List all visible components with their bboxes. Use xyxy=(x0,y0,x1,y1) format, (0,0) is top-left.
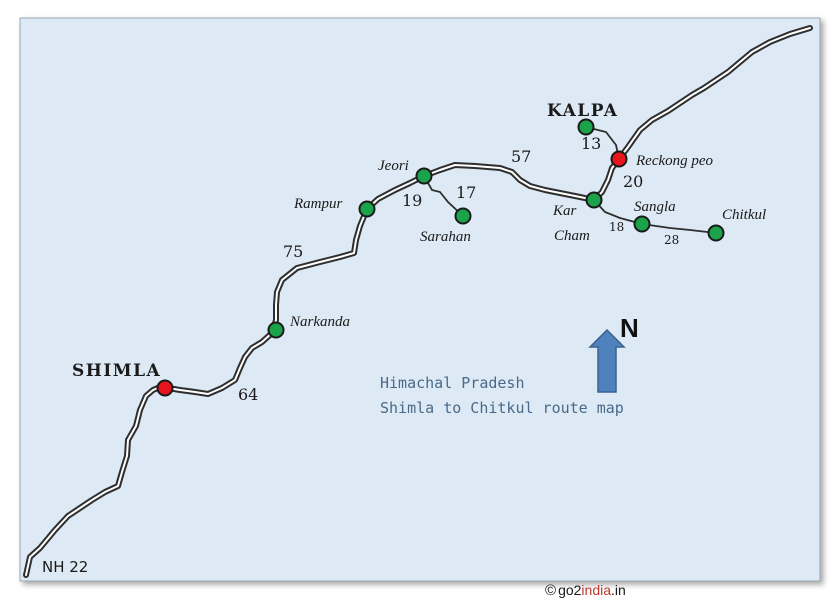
town-marker-narkanda[interactable] xyxy=(267,321,285,339)
label-rampur: Rampur xyxy=(293,196,342,212)
distance-karcham-sangla: 18 xyxy=(609,220,624,234)
road-sangla-chitkul xyxy=(641,223,717,234)
road-jeori-sarahan xyxy=(423,175,464,217)
credit-site-part2: india xyxy=(581,582,612,598)
map-panel xyxy=(19,17,821,582)
distance-rampur-jeori: 19 xyxy=(402,191,422,210)
distance-reckongpeo-kalpa: 13 xyxy=(581,134,601,153)
highway-nh22 xyxy=(23,25,813,578)
credit-site-part3: .in xyxy=(611,582,626,598)
map-title-line2: Shimla to Chitkul route map xyxy=(380,399,624,417)
town-marker-shimla[interactable] xyxy=(156,379,174,397)
town-marker-kalpa[interactable] xyxy=(577,118,595,136)
town-marker-reckong-peo[interactable] xyxy=(610,150,628,168)
label-kalpa: KALPA xyxy=(547,101,618,121)
north-label: N xyxy=(620,313,639,343)
map-title-line1: Himachal Pradesh xyxy=(380,374,525,392)
label-nh22: NH 22 xyxy=(42,558,88,576)
copyright-icon: © xyxy=(545,582,557,599)
town-marker-sarahan[interactable] xyxy=(454,207,472,225)
label-sarahan: Sarahan xyxy=(420,229,471,245)
distance-jeori-karcham: 57 xyxy=(511,147,531,166)
distance-jeori-sarahan: 17 xyxy=(456,183,476,202)
distance-karcham-reckongpeo: 20 xyxy=(623,172,643,191)
north-arrow-icon xyxy=(588,328,626,393)
town-marker-jeori[interactable] xyxy=(415,167,433,185)
label-cham: Cham xyxy=(554,228,590,244)
town-marker-rampur[interactable] xyxy=(358,200,376,218)
label-jeori: Jeori xyxy=(378,158,409,174)
label-reckong-peo: Reckong peo xyxy=(635,153,714,169)
label-sangla: Sangla xyxy=(634,199,676,215)
label-narkanda: Narkanda xyxy=(289,314,350,330)
label-shimla: SHIMLA xyxy=(72,361,161,381)
distance-narkanda-rampur: 75 xyxy=(283,242,303,261)
town-marker-chitkul[interactable] xyxy=(707,224,725,242)
town-marker-sangla[interactable] xyxy=(633,215,651,233)
distance-sangla-chitkul: 28 xyxy=(664,233,679,247)
label-chitkul: Chitkul xyxy=(722,207,766,223)
site-credit: ©go2india.in xyxy=(545,582,626,599)
town-marker-karcham[interactable] xyxy=(585,191,603,209)
credit-site-part1: go2 xyxy=(558,582,582,598)
label-kar: Kar xyxy=(552,203,577,219)
distance-shimla-narkanda: 64 xyxy=(238,385,258,404)
